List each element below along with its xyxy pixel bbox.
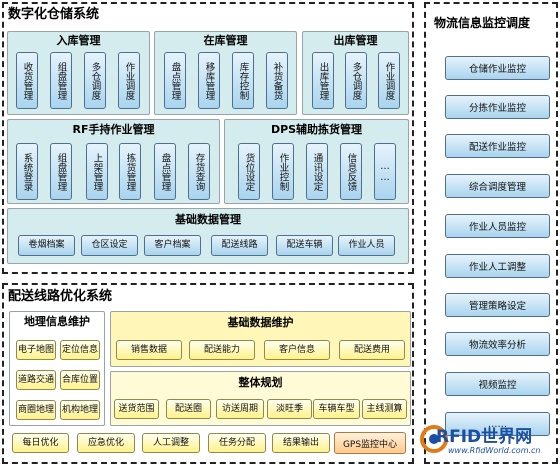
stock-item[interactable]: 库存控制: [232, 52, 254, 109]
result-output-button[interactable]: 结果输出: [272, 433, 330, 453]
plan-item[interactable]: 送货范围: [114, 399, 159, 419]
dps-item[interactable]: 信息反馈: [340, 143, 362, 200]
basic-maint-item[interactable]: 销售数据: [116, 340, 182, 360]
plan-item[interactable]: 访送周期: [216, 399, 264, 419]
inbound-title: 入库管理: [56, 34, 101, 47]
inbound-item[interactable]: 作业调度: [118, 52, 140, 109]
dps-item[interactable]: 通讯设定: [306, 143, 328, 200]
dps-item[interactable]: 作业控制: [272, 143, 294, 200]
basic-data-title: 基础数据管理: [175, 213, 241, 226]
rfidworld-watermark: RFID世界网 www.RfidWorld.com.cn: [420, 420, 560, 467]
geo-item[interactable]: 合库位置: [60, 370, 100, 390]
monitor-item[interactable]: 管理策略设定: [445, 293, 550, 317]
inbound-item[interactable]: 多仓调度: [84, 52, 106, 109]
basic-data-item[interactable]: 配送线路: [211, 235, 268, 256]
basic-maint-item[interactable]: 配送能力: [189, 340, 255, 360]
dps-title: DPS辅助拣货管理: [270, 123, 363, 136]
watermark-brand: RFID世界网: [436, 427, 533, 447]
monitor-item[interactable]: 物流效率分析: [445, 332, 550, 356]
geo-item[interactable]: 商圈地理: [16, 400, 56, 420]
rfid-logo-icon: [420, 425, 448, 453]
basic-maint-item[interactable]: 客户信息: [264, 340, 330, 360]
basic-maint-title: 基础数据维护: [227, 316, 294, 329]
task-assign-button[interactable]: 任务分配: [208, 433, 266, 453]
dps-item[interactable]: 货位设定: [238, 143, 260, 200]
emergency-optimize-button[interactable]: 应急优化: [77, 433, 135, 453]
outbound-title: 出库管理: [333, 34, 378, 47]
monitor-item[interactable]: 作业人工调整: [445, 254, 550, 278]
rf-item[interactable]: 上架管理: [86, 143, 108, 200]
stock-item[interactable]: 移库管理: [198, 52, 220, 109]
rf-item[interactable]: 存货查询: [188, 143, 210, 200]
plan-item[interactable]: 主线测算: [362, 399, 407, 419]
geo-item[interactable]: 道路交通: [16, 370, 56, 390]
plan-item[interactable]: 车辆车型: [313, 399, 360, 419]
rf-item[interactable]: 组盘管理: [50, 143, 72, 200]
plan-title: 整体规划: [238, 376, 283, 389]
plan-item[interactable]: 配送圈: [166, 399, 211, 419]
monitor-item[interactable]: 综合调度管理: [445, 174, 550, 198]
rf-item[interactable]: 系统登录: [16, 143, 38, 200]
basic-data-item[interactable]: 卷烟档案: [18, 235, 75, 256]
monitor-title: 物流信息监控调度: [434, 16, 531, 30]
plan-item[interactable]: 淡旺季: [267, 399, 312, 419]
outbound-item[interactable]: 多仓调度: [345, 52, 367, 109]
warehouse-system-title: 数字化仓储系统: [8, 7, 100, 22]
watermark-url: www.RfidWorld.com.cn: [448, 446, 541, 455]
rf-item[interactable]: 拣货管理: [119, 143, 141, 200]
monitor-item[interactable]: 仓储作业监控: [445, 56, 550, 80]
rf-title: RF手持作业管理: [72, 123, 155, 136]
daily-optimize-button[interactable]: 每日优化: [12, 433, 69, 453]
inbound-item[interactable]: 组盘管理: [50, 52, 72, 109]
monitor-item[interactable]: 配送作业监控: [445, 134, 550, 158]
monitor-item-more[interactable]: ……: [445, 412, 550, 436]
monitor-item[interactable]: 视频监控: [445, 372, 550, 396]
basic-data-item[interactable]: 客户档案: [144, 235, 201, 256]
stock-title: 在库管理: [203, 34, 248, 47]
rf-item[interactable]: 盘点管理: [154, 143, 176, 200]
geo-item[interactable]: 电子地图: [16, 340, 56, 360]
dps-item-more[interactable]: ……: [374, 143, 396, 200]
stock-item[interactable]: 补货备货: [266, 52, 288, 109]
stock-item[interactable]: 盘点管理: [164, 52, 186, 109]
outbound-item[interactable]: 作业调度: [378, 52, 400, 109]
monitor-item[interactable]: 分拣作业监控: [445, 95, 550, 119]
rf-group: RF手持作业管理: [7, 119, 220, 204]
geo-item[interactable]: 定位信息: [60, 340, 100, 360]
basic-maint-item[interactable]: 配送费用: [339, 340, 405, 360]
inbound-item[interactable]: 收货管理: [16, 52, 38, 109]
basic-data-item[interactable]: 配送车辆: [276, 235, 333, 256]
geo-item[interactable]: 机构地理: [60, 400, 100, 420]
geo-title: 地理信息维护: [24, 315, 90, 328]
routing-system-title: 配送线路优化系统: [8, 289, 113, 304]
basic-data-item[interactable]: 作业人员: [338, 235, 395, 256]
manual-adjust-button[interactable]: 人工调整: [142, 433, 200, 453]
outbound-item[interactable]: 出库管理: [312, 52, 334, 109]
basic-data-item[interactable]: 仓区设定: [81, 235, 138, 256]
gps-monitor-button[interactable]: GPS监控中心: [334, 432, 406, 454]
monitor-item[interactable]: 作业人员监控: [445, 214, 550, 238]
